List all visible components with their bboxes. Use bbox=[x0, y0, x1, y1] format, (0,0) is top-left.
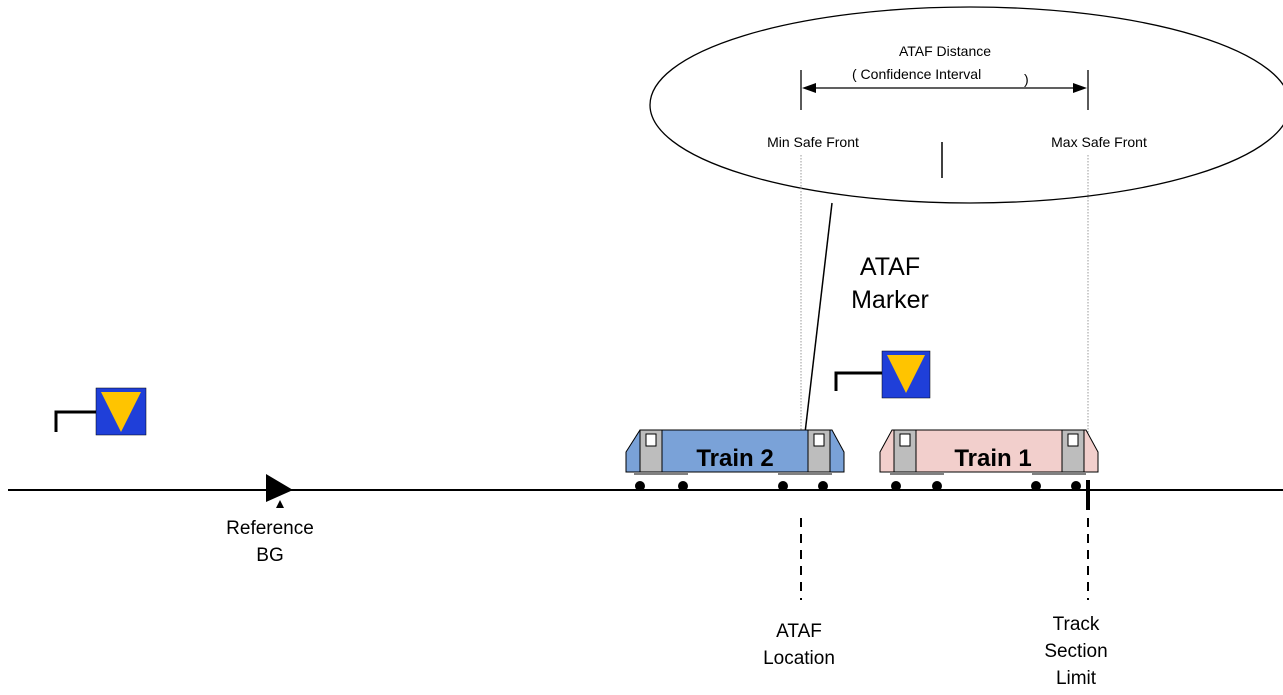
ataf-marker-label-line1: ATAF bbox=[860, 253, 920, 281]
callout-title-line1: ATAF Distance bbox=[899, 43, 991, 59]
ataf-location-label-line1: ATAF bbox=[776, 621, 822, 642]
train-2: Train 2 bbox=[625, 429, 845, 491]
train-1-label: Train 1 bbox=[954, 445, 1031, 472]
callout-title-paren: ) bbox=[1024, 71, 1029, 87]
balise-left bbox=[54, 387, 147, 436]
balise-right bbox=[834, 350, 931, 399]
reference-bg-label-line2: BG bbox=[256, 545, 283, 566]
train-1: Train 1 bbox=[879, 429, 1099, 491]
confidence-callout-ellipse bbox=[649, 6, 1283, 204]
reference-bg-label-line1: Reference bbox=[226, 518, 314, 539]
reference-bg-marker-icon bbox=[266, 474, 293, 508]
min-safe-front-label: Min Safe Front bbox=[767, 134, 859, 150]
track-limit-label-line3: Limit bbox=[1056, 668, 1097, 689]
confidence-interval-arrow bbox=[800, 70, 1089, 110]
train-2-label: Train 2 bbox=[696, 445, 773, 472]
callout-title-line2: ( Confidence Interval bbox=[852, 66, 981, 82]
track-limit-label-line1: Track bbox=[1053, 614, 1100, 635]
ataf-marker-label-line2: Marker bbox=[851, 286, 929, 314]
ataf-location-label-line2: Location bbox=[763, 648, 835, 669]
callout-pointer-line bbox=[804, 202, 833, 434]
max-safe-front-label: Max Safe Front bbox=[1051, 134, 1147, 150]
track-limit-label-line2: Section bbox=[1044, 641, 1107, 662]
